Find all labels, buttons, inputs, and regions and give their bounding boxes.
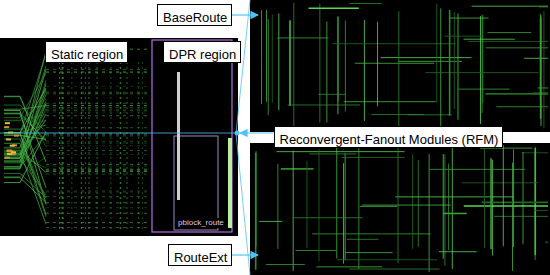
pblock-label: pblock_route — [176, 218, 226, 228]
routeext-view — [250, 143, 550, 275]
zoom-line — [236, 0, 250, 133]
box-label: DPR region — [169, 47, 236, 63]
label-box: RouteExt — [168, 244, 232, 266]
box-label: Reconvergent-Fanout Modules (RFM) — [280, 132, 499, 148]
dpr-outline — [152, 40, 232, 232]
label-box: BaseRoute — [157, 4, 232, 26]
baseroute-view — [250, 0, 550, 132]
pointer-dot — [235, 131, 240, 136]
box-label: BaseRoute — [163, 10, 227, 26]
pointer-arrow — [232, 14, 258, 15]
box-label: RouteExt — [174, 250, 227, 266]
rfm-bar — [228, 138, 232, 228]
routing-wires — [4, 49, 150, 230]
label-box: Static region — [45, 41, 128, 63]
highlight-line — [0, 133, 238, 134]
zoom-line — [236, 133, 250, 275]
pointer-arrow — [240, 132, 274, 133]
floorplan-background — [0, 38, 238, 236]
label-box: Reconvergent-Fanout Modules (RFM) — [274, 126, 503, 148]
module-bar — [177, 72, 180, 200]
box-label: Static region — [51, 47, 123, 63]
label-box: DPR region — [163, 41, 241, 63]
pointer-arrow — [232, 254, 258, 255]
pblock-outline — [174, 136, 218, 230]
